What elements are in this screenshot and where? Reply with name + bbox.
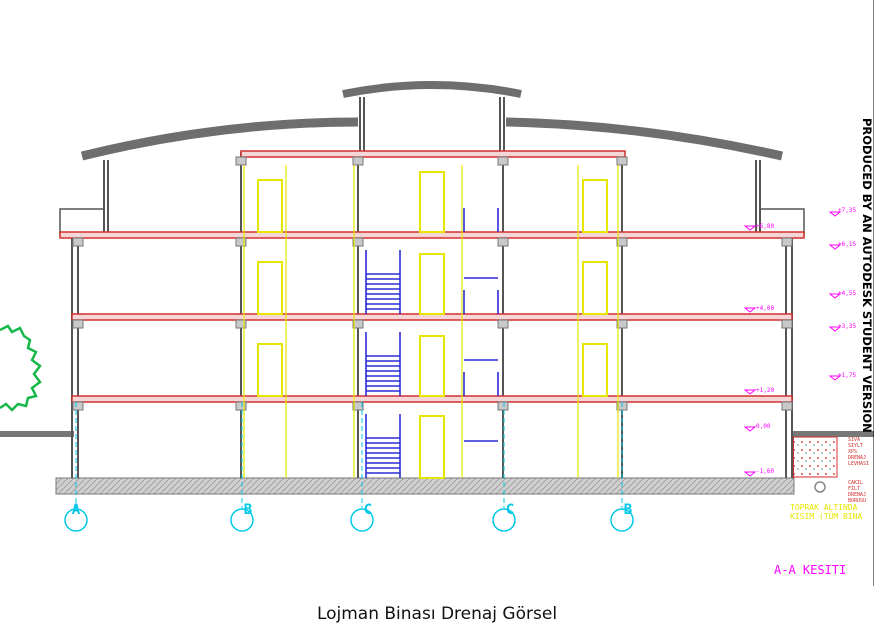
left-ground-line	[0, 431, 74, 437]
drain-label-6: CAKIL	[848, 480, 863, 486]
right-ground-line	[792, 431, 874, 437]
student-version-watermark: PRODUCED BY AN AUTODESK STUDENT VERSION	[860, 118, 874, 433]
axis-label-2: B	[244, 502, 252, 518]
drain-pipe	[814, 481, 826, 493]
axis-label-3: C	[364, 502, 372, 518]
tree-outline	[0, 324, 42, 412]
axis-bubbles	[64, 508, 634, 532]
partition-lines	[243, 165, 619, 478]
drain-label-1: SIVA	[848, 437, 860, 443]
roof-arc-right	[505, 117, 783, 161]
axis-label-5: B	[624, 502, 632, 518]
roof-arc-left	[80, 117, 359, 161]
level-left-3: +1,20	[756, 387, 774, 394]
foundation-ground	[55, 477, 795, 495]
parapet-left	[59, 208, 105, 236]
doors	[257, 171, 608, 479]
drain-label-2: SIYLT	[848, 443, 863, 449]
note-line-1: TOPRAK ALTINDA	[790, 503, 858, 512]
level-right-2: +6,15	[838, 241, 856, 248]
section-title: A-A KESITI	[774, 563, 846, 577]
axis-label-1: A	[72, 502, 81, 518]
drain-label-4: DRENAJ	[848, 455, 866, 461]
column-capitals	[72, 156, 793, 411]
axis-label-4: C	[506, 502, 514, 518]
level-right-3: +4,55	[838, 290, 856, 297]
level-left-4: 0,00	[756, 423, 771, 430]
image-caption: Lojman Binası Drenaj Görsel	[316, 604, 558, 624]
level-right-5: +1,75	[838, 372, 856, 379]
level-right-1: +7,35	[838, 207, 856, 214]
level-markers	[743, 211, 842, 477]
level-right-4: +3,35	[838, 323, 856, 330]
drain-label-7: FILT	[848, 486, 860, 492]
level-left-2: +4,00	[756, 305, 774, 312]
drain-label-3: XPS	[848, 449, 857, 455]
level-left-1: +6,80	[756, 223, 774, 230]
level-left-5: -1,60	[756, 468, 774, 475]
drain-label-9: BORUSU	[848, 498, 866, 504]
parapet-right	[759, 208, 805, 236]
note-line-2: KISIM (TÜM BINA	[790, 511, 862, 521]
axis-lines	[75, 402, 623, 508]
drainage-gravel-fill	[792, 436, 838, 478]
stairs	[365, 208, 499, 478]
drain-label-5: LEVHASI	[848, 461, 869, 467]
roof-cap	[342, 81, 522, 98]
floor-slabs	[59, 150, 805, 403]
drain-label-8: DRENAJ	[848, 492, 866, 498]
